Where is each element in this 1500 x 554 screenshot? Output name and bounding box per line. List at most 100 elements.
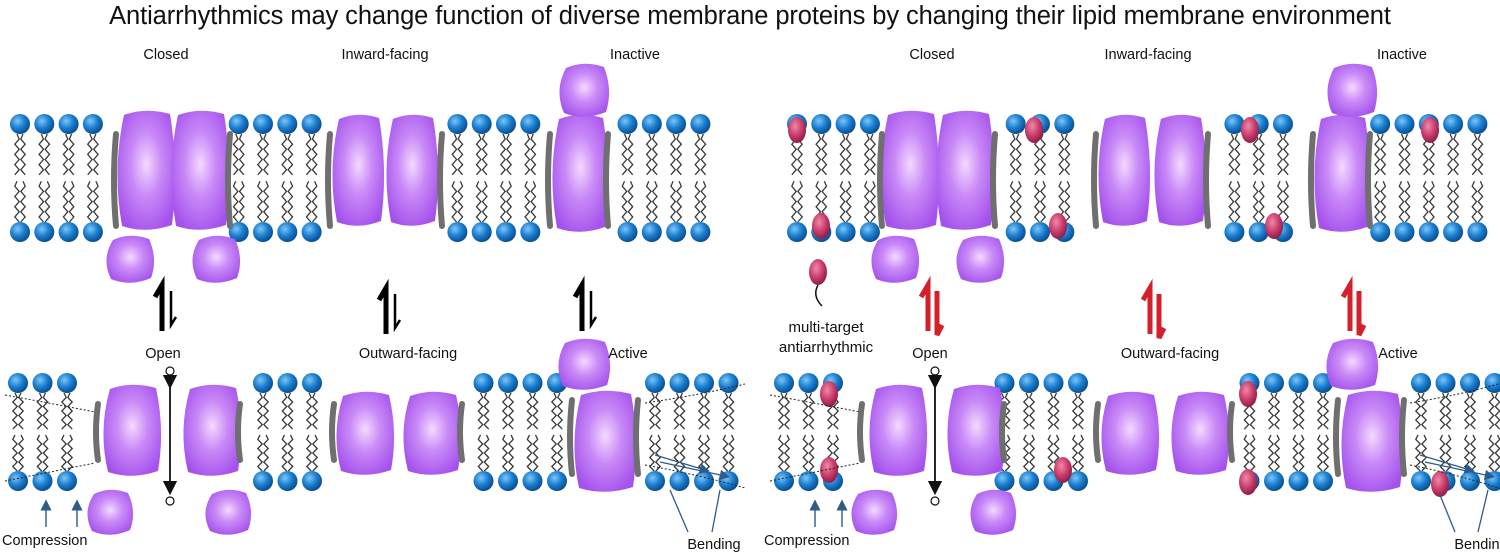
- lipid-head: [1288, 373, 1309, 393]
- lipid-head: [1484, 471, 1500, 491]
- lipid-tail: [1488, 392, 1495, 430]
- lipid-tail: [524, 133, 531, 176]
- lipid-tail: [1439, 392, 1446, 430]
- lipid-tail: [1292, 392, 1299, 430]
- lipid-tail: [697, 434, 705, 472]
- lipid-tail: [451, 180, 458, 223]
- lipid-head: [301, 222, 322, 242]
- lipid-head: [798, 471, 819, 491]
- lipid-head: [666, 114, 687, 134]
- lipid-tail: [505, 133, 513, 176]
- lipid-tail: [530, 133, 537, 176]
- annular-lipid-band: [603, 131, 611, 229]
- lipid-tail: [42, 434, 49, 472]
- state-label-closed: Closed: [909, 47, 955, 63]
- protein-open-half: [869, 384, 928, 476]
- annular-lipid-band: [93, 401, 101, 463]
- lipid-tail: [238, 133, 245, 176]
- lipid-head: [8, 373, 28, 393]
- lipid-head: [447, 222, 468, 242]
- lipid-head: [669, 471, 690, 491]
- protein-domain: [87, 489, 134, 535]
- lipid-tail: [1398, 133, 1405, 176]
- equilibrium-arrows: [152, 275, 1367, 340]
- lipid-tail: [1471, 133, 1478, 176]
- up-arrow: [1340, 275, 1353, 331]
- protein-inactive-domain: [559, 63, 610, 117]
- lipid-tail: [1322, 392, 1330, 430]
- lipid-tail: [802, 392, 809, 430]
- drug-molecule: [788, 117, 806, 143]
- lipid-tail: [17, 434, 25, 472]
- lipid-tail: [66, 434, 74, 472]
- lipid-tail: [1047, 392, 1054, 430]
- protein-domain: [956, 235, 1005, 283]
- lipid-head: [1394, 114, 1415, 134]
- lipid-tail: [1267, 434, 1275, 472]
- lipid-tail: [815, 133, 822, 176]
- lipid-tail: [232, 133, 239, 176]
- lipid-tail: [645, 133, 652, 176]
- lipid-tail: [550, 392, 558, 430]
- protein-active: [574, 390, 637, 492]
- lipid-head: [859, 114, 880, 134]
- lipid-tail: [863, 133, 870, 176]
- lipid-tail: [1273, 434, 1281, 472]
- lipid-head: [1460, 471, 1480, 491]
- lipid-tail: [621, 133, 628, 176]
- lipid-tail: [654, 434, 662, 472]
- lipid-tail: [68, 180, 75, 223]
- lipid-tail: [802, 434, 809, 472]
- lipid-tail: [305, 180, 312, 223]
- lipid-head: [277, 471, 298, 491]
- lipid-tail: [1445, 392, 1452, 430]
- drug-molecule: [1241, 117, 1259, 143]
- lipid-tail: [483, 434, 490, 472]
- lipid-tail: [530, 180, 537, 223]
- lipid-head: [1068, 471, 1088, 491]
- lipid-tail: [1228, 133, 1235, 176]
- lipid-tail: [673, 392, 680, 430]
- lipid-tail: [1228, 180, 1235, 223]
- lipid-tail: [1009, 133, 1016, 176]
- lipid-tail: [19, 180, 27, 223]
- lipid-tail: [262, 180, 270, 223]
- lipid-tail: [287, 392, 294, 430]
- lipid-tail: [44, 180, 51, 223]
- annular-lipid-band: [329, 401, 337, 463]
- protein-inactive-domain: [1327, 63, 1378, 117]
- lipid-head: [520, 222, 541, 242]
- lipid-tail: [507, 434, 515, 472]
- lipid-tail: [808, 434, 815, 472]
- lipid-tail: [648, 392, 656, 430]
- protein-active: [1341, 390, 1404, 492]
- lipid-tail: [1374, 133, 1381, 176]
- protein-inward-half: [1154, 114, 1207, 226]
- lipid-tail: [1420, 434, 1428, 472]
- lipid-tail: [1447, 133, 1454, 176]
- compression-label: Compression: [764, 533, 850, 549]
- lipid-tail: [821, 133, 828, 176]
- lipid-tail: [1028, 392, 1036, 430]
- lipid-tail: [1077, 392, 1085, 430]
- lipid-tail: [648, 434, 656, 472]
- lipid-head: [522, 471, 543, 491]
- lipid-tail: [526, 434, 533, 472]
- lipid-tail: [311, 434, 319, 472]
- lipid-head: [617, 114, 638, 134]
- lipid-tail: [311, 392, 319, 430]
- deformation-line: [644, 464, 746, 489]
- up-arrow: [152, 275, 165, 331]
- lipid-head: [1264, 373, 1284, 393]
- lipid-tail: [676, 180, 683, 223]
- lipid-tail: [526, 392, 533, 430]
- lipid-tail: [1477, 133, 1484, 176]
- lipid-tail: [728, 392, 735, 430]
- lipid-tail: [11, 434, 19, 472]
- lipid-head: [57, 471, 77, 491]
- drug-molecule: [820, 381, 838, 407]
- lipid-head: [811, 114, 832, 134]
- lipid-head: [1313, 471, 1333, 491]
- lipid-tail: [1004, 392, 1011, 430]
- lipid-tail: [670, 133, 677, 176]
